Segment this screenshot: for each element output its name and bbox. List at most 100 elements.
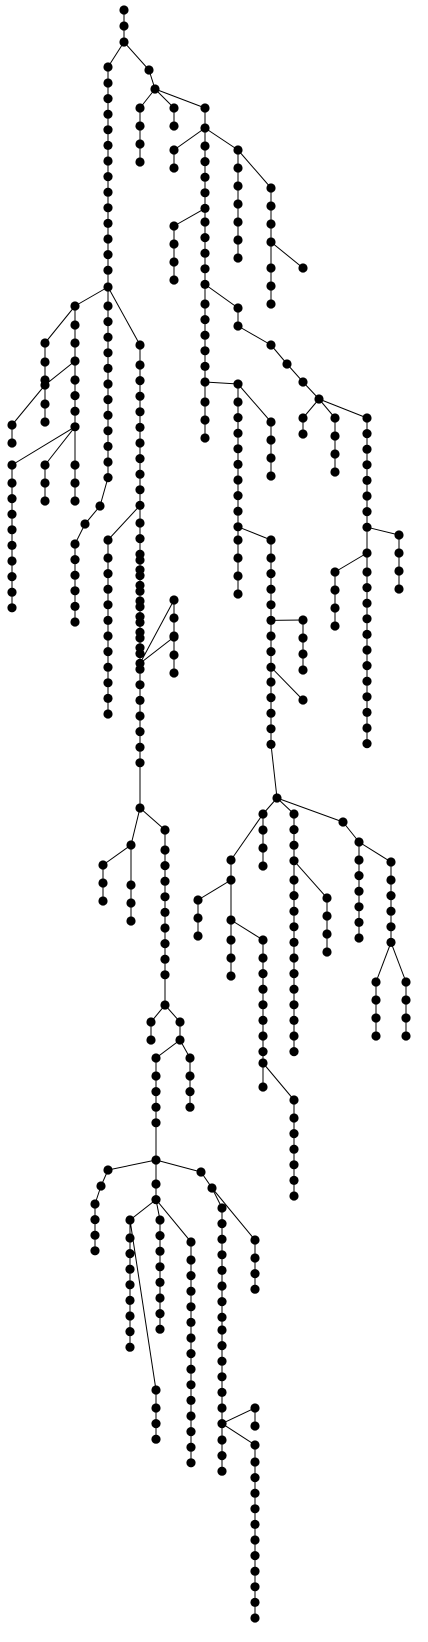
tree-node (126, 898, 136, 908)
tree-node (258, 809, 268, 819)
tree-node (386, 875, 396, 885)
tree-node (135, 742, 145, 752)
tree-node (233, 413, 243, 423)
tree-node (196, 1167, 206, 1177)
tree-node (272, 793, 282, 803)
tree-node (250, 1440, 260, 1450)
tree-node (90, 1199, 100, 1209)
tree-node (289, 969, 299, 979)
tree-node (7, 525, 17, 535)
tree-node (70, 570, 80, 580)
tree-node (103, 569, 113, 579)
tree-node (330, 603, 340, 613)
tree-node (362, 491, 372, 501)
tree-node (217, 1372, 227, 1382)
tree-node (217, 1281, 227, 1291)
tree-edge (107, 41, 125, 68)
tree-edge (139, 636, 175, 664)
tree-node (233, 217, 243, 227)
tree-node (186, 1458, 196, 1468)
tree-node (233, 163, 243, 173)
tree-node (233, 459, 243, 469)
tree-node (103, 203, 113, 213)
tree-edge (155, 1159, 202, 1173)
tree-node (169, 103, 179, 113)
tree-nodes (7, 5, 411, 1623)
tree-node (250, 1519, 260, 1529)
tree-node (185, 1071, 195, 1081)
tree-node (200, 103, 210, 113)
tree-node (298, 649, 308, 659)
tree-node (298, 633, 308, 643)
tree-node (151, 1385, 161, 1395)
tree-node (266, 708, 276, 718)
tree-node (103, 62, 113, 72)
tree-node (169, 163, 179, 173)
tree-node (386, 906, 396, 916)
tree-node (289, 937, 299, 948)
tree-node (103, 78, 113, 88)
tree-edge (102, 844, 132, 866)
tree-edge (139, 599, 175, 664)
tree-node (289, 1000, 299, 1010)
tree-node (175, 1017, 185, 1027)
tree-node (386, 857, 396, 867)
tree-node (354, 837, 364, 847)
tree-node (193, 913, 203, 923)
tree-node (169, 668, 179, 678)
tree-node (186, 1302, 196, 1312)
tree-node (103, 250, 113, 260)
tree-edge (173, 207, 206, 227)
tree-node (233, 199, 243, 209)
tree-node (266, 739, 276, 750)
tree-node (362, 629, 372, 640)
tree-node (354, 902, 364, 912)
tree-node (289, 1160, 299, 1170)
tree-node (135, 680, 145, 690)
tree-node (362, 475, 372, 485)
tree-node (160, 939, 170, 949)
tree-node (233, 571, 243, 581)
tree-node (354, 917, 364, 928)
tree-edge (237, 149, 272, 189)
tree-node (135, 422, 145, 432)
tree-node (217, 1265, 227, 1275)
tree-node (298, 413, 308, 423)
tree-node (217, 1250, 227, 1260)
tree-node (119, 21, 129, 31)
tree-node (103, 662, 113, 672)
tree-node (233, 506, 243, 516)
tree-node (103, 426, 113, 436)
tree-node (151, 1179, 161, 1189)
tree-edge (270, 744, 278, 799)
tree-node (103, 457, 113, 467)
tree-edge (107, 1159, 157, 1171)
tree-node (298, 665, 308, 675)
tree-node (155, 1277, 165, 1287)
tree-node (160, 861, 170, 871)
tree-node (125, 1311, 135, 1321)
tree-node (258, 1082, 268, 1092)
tree-node (250, 1582, 260, 1592)
tree-edge (99, 477, 109, 507)
tree-node (233, 303, 243, 313)
tree-node (169, 257, 179, 267)
tree-node (125, 1280, 135, 1290)
tree-node (151, 1053, 161, 1063)
tree-node (135, 518, 145, 528)
tree-edge (173, 127, 206, 151)
tree-node (70, 301, 80, 311)
tree-node (233, 321, 243, 331)
tree-node (250, 1269, 260, 1279)
tree-node (322, 929, 332, 939)
tree-node (7, 420, 17, 430)
tree-node (250, 1235, 260, 1245)
tree-node (386, 937, 396, 948)
tree-node (266, 281, 276, 291)
tree-node (103, 1165, 113, 1175)
tree-node (362, 614, 372, 624)
tree-node (70, 375, 80, 385)
tree-node (135, 360, 145, 370)
tree-node (233, 491, 243, 501)
tree-node (233, 589, 243, 599)
